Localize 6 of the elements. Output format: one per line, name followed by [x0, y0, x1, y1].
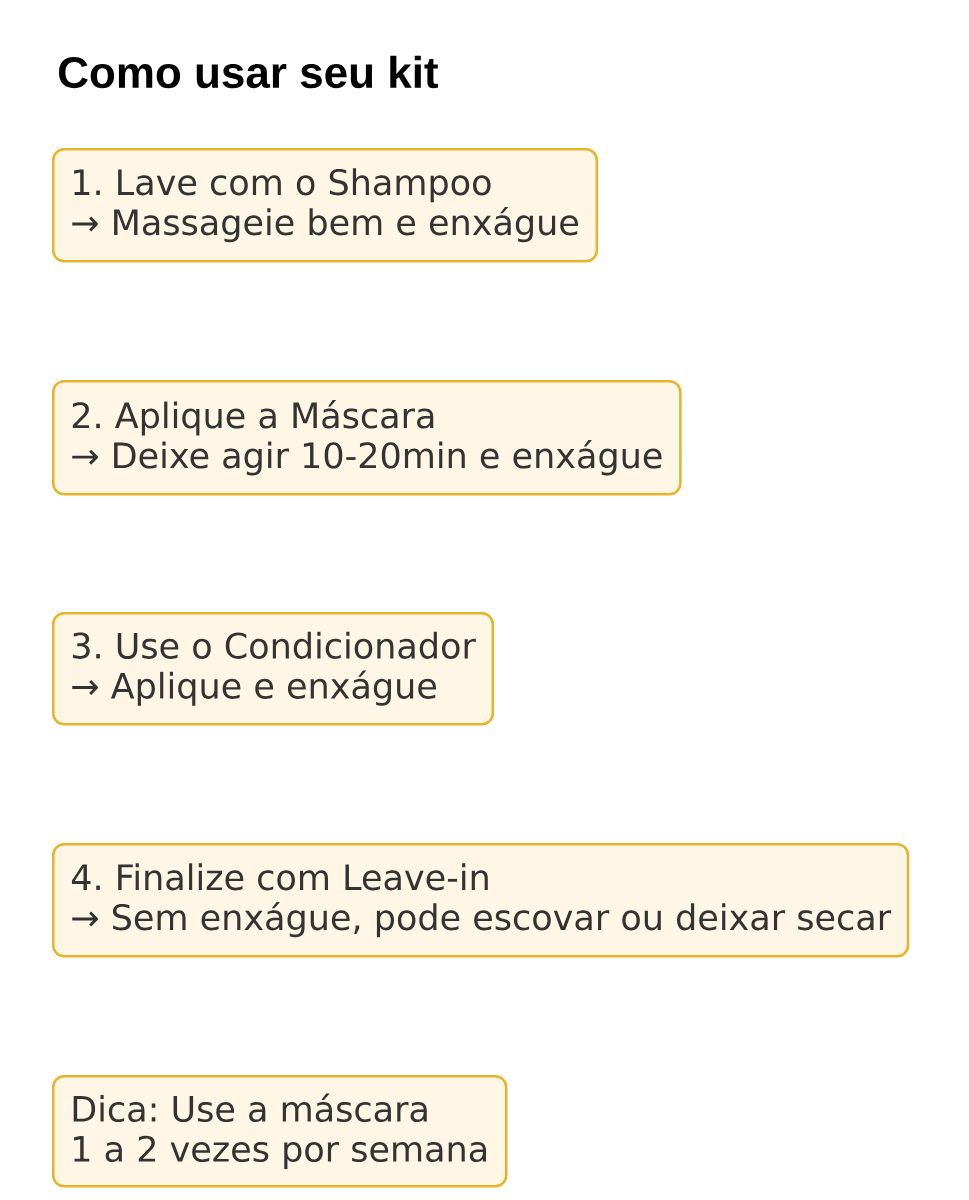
step-box: Dica: Use a máscara 1 a 2 vezes por semana [52, 1075, 508, 1188]
step-box: 2. Aplique a Máscara → Deixe agir 10-20min e enxágue [52, 380, 682, 496]
step-box: 4. Finalize com Leave-in → Sem enxágue, pode escovar ou deixar secar [52, 843, 910, 958]
title: Como usar seu kit [59, 55, 439, 89]
step-box: 1. Lave com o Shampoo → Massageie bem e enxágue [52, 148, 599, 263]
step-box: 3. Use o Condicionador → Aplique e enxágue [52, 612, 495, 726]
